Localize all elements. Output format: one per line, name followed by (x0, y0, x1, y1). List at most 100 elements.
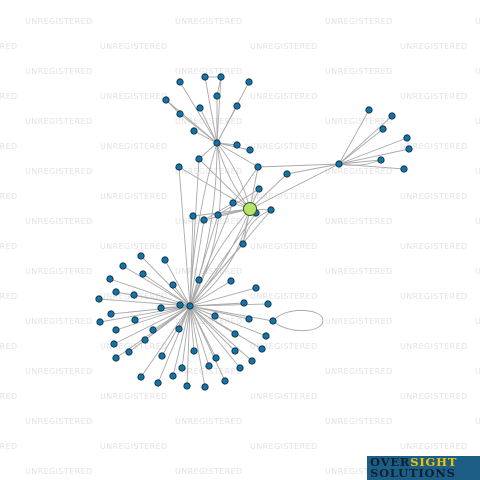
graph-node[interactable] (205, 362, 213, 370)
graph-node[interactable] (119, 262, 127, 270)
graph-node[interactable] (107, 310, 115, 318)
graph-node[interactable] (269, 317, 277, 325)
graph-node[interactable] (149, 326, 157, 334)
graph-node[interactable] (227, 277, 235, 285)
graph-edge (189, 305, 253, 362)
graph-node[interactable] (196, 104, 204, 112)
graph-node[interactable] (176, 110, 184, 118)
graph-node[interactable] (283, 170, 291, 178)
graph-node[interactable] (405, 145, 413, 153)
graph-node[interactable] (236, 364, 244, 372)
graph-edge (232, 166, 259, 204)
graph-node[interactable] (240, 299, 248, 307)
graph-node[interactable] (233, 102, 241, 110)
graph-node[interactable] (175, 325, 183, 333)
graph-node[interactable] (106, 275, 114, 283)
graph-node[interactable] (221, 377, 229, 385)
graph-node[interactable] (239, 240, 247, 248)
graph-edge-loop (272, 310, 324, 332)
graph-node[interactable] (157, 304, 165, 312)
graph-node[interactable] (245, 315, 253, 323)
graph-node[interactable] (139, 270, 147, 278)
graph-node[interactable] (112, 288, 120, 296)
graph-edge (338, 137, 408, 165)
graph-node[interactable] (125, 348, 133, 356)
graph-edge (216, 76, 222, 144)
graph-edge (109, 278, 191, 307)
graph-node[interactable] (377, 156, 385, 164)
graph-node[interactable] (231, 347, 239, 355)
graph-node[interactable] (248, 357, 256, 365)
graph-node[interactable] (95, 295, 103, 303)
graph-edge (140, 305, 191, 378)
graph-node[interactable] (262, 332, 270, 340)
graph-node[interactable] (137, 252, 145, 260)
graph-node[interactable] (141, 336, 149, 344)
graph-edge (199, 107, 218, 144)
graph-node[interactable] (217, 73, 225, 81)
graph-node[interactable] (190, 127, 198, 135)
graph-node[interactable] (186, 302, 194, 310)
graph-node[interactable] (264, 300, 272, 308)
graph-node[interactable] (175, 163, 183, 171)
graph-edge (217, 188, 260, 216)
graph-node[interactable] (161, 256, 169, 264)
graph-node[interactable] (229, 199, 237, 207)
graph-edge (98, 298, 191, 307)
graph-node[interactable] (200, 216, 208, 224)
graph-node[interactable] (190, 347, 198, 355)
watermark-text: UNREGISTERED (25, 117, 93, 126)
graph-node[interactable] (162, 96, 170, 104)
graph-node[interactable] (214, 211, 222, 219)
graph-node[interactable] (252, 284, 260, 292)
graph-node[interactable] (183, 382, 191, 390)
graph-node[interactable] (96, 318, 104, 326)
graph-node[interactable] (245, 78, 253, 86)
graph-edge (198, 142, 218, 160)
graph-node[interactable] (154, 379, 162, 387)
graph-node[interactable] (231, 330, 239, 338)
graph-node[interactable] (213, 139, 221, 147)
graph-edge (164, 259, 191, 307)
graph-node[interactable] (335, 160, 343, 168)
watermark-text: UNREGISTERED (175, 217, 243, 226)
graph-node[interactable] (110, 340, 118, 348)
graph-node[interactable] (400, 165, 408, 173)
graph-node[interactable] (365, 106, 373, 114)
graph-node[interactable] (137, 373, 145, 381)
graph-edge (249, 163, 340, 210)
watermark-text: UNREGISTERED (25, 417, 93, 426)
graph-node[interactable] (246, 146, 254, 154)
graph-node[interactable] (131, 316, 139, 324)
graph-node[interactable] (195, 155, 203, 163)
graph-node[interactable] (379, 125, 387, 133)
graph-node[interactable] (211, 312, 219, 320)
graph-node[interactable] (254, 163, 262, 171)
graph-node[interactable] (267, 206, 275, 214)
graph-node[interactable] (169, 372, 177, 380)
graph-node[interactable] (195, 276, 203, 284)
graph-edge (189, 305, 206, 388)
graph-node[interactable] (169, 281, 177, 289)
graph-node[interactable] (158, 352, 166, 360)
graph-node[interactable] (201, 73, 209, 81)
watermark-text: UNREGISTERED (250, 42, 318, 51)
graph-node[interactable] (258, 345, 266, 353)
graph-node[interactable] (255, 185, 263, 193)
graph-node[interactable] (176, 301, 184, 309)
graph-edge (189, 305, 210, 367)
graph-node[interactable] (233, 141, 241, 149)
graph-node[interactable] (403, 134, 411, 142)
graph-node[interactable] (388, 112, 396, 120)
graph-node[interactable] (112, 354, 120, 362)
graph-node[interactable] (212, 354, 220, 362)
graph-node[interactable] (178, 364, 186, 372)
focus-entity-node[interactable] (243, 202, 257, 216)
graph-node[interactable] (189, 212, 197, 220)
graph-node[interactable] (213, 92, 221, 100)
graph-node[interactable] (201, 383, 209, 391)
graph-node[interactable] (112, 326, 120, 334)
graph-node[interactable] (176, 78, 184, 86)
graph-edge (189, 142, 218, 307)
graph-node[interactable] (130, 291, 138, 299)
